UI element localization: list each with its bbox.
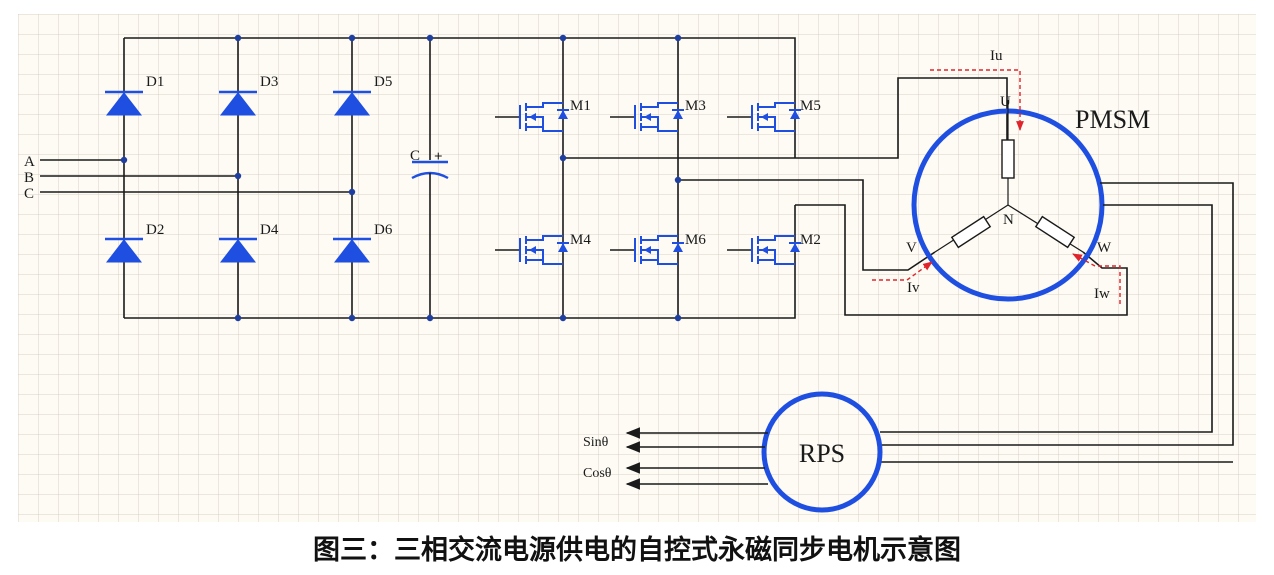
label-phase-b: B xyxy=(24,170,34,186)
mosfet-m5 xyxy=(727,102,801,132)
label-d2: D2 xyxy=(146,222,164,238)
mosfet-m3 xyxy=(610,102,684,132)
diode-d1 xyxy=(105,90,143,116)
pmsm-motor xyxy=(911,100,1105,302)
rectifier-bridge xyxy=(40,34,356,322)
iu-arrow xyxy=(930,69,1024,131)
shaft-link-b xyxy=(880,204,1213,433)
grid-background xyxy=(18,14,1256,522)
label-terminal-u: U xyxy=(1000,94,1011,110)
label-cap-plus: + xyxy=(434,149,443,165)
label-phase-a: A xyxy=(24,154,35,170)
label-capacitor: C xyxy=(410,148,420,164)
label-rps: RPS xyxy=(799,439,845,468)
figure-caption: 图三：三相交流电源供电的自控式永磁同步电机示意图 xyxy=(313,535,961,566)
label-m2: M2 xyxy=(800,232,821,248)
label-m5: M5 xyxy=(800,98,821,114)
inverter-bridge xyxy=(559,34,682,322)
mosfet-m1 xyxy=(495,102,569,132)
mosfet-group xyxy=(495,102,801,265)
iw-arrow xyxy=(1072,253,1121,304)
label-cos: Cosθ xyxy=(583,466,612,481)
label-d4: D4 xyxy=(260,222,279,238)
mosfet-m6 xyxy=(610,235,684,265)
label-m6: M6 xyxy=(685,232,706,248)
iv-arrow xyxy=(872,261,933,281)
diode-d4 xyxy=(219,237,257,263)
shaft-link-a xyxy=(880,182,1234,446)
label-terminal-w: W xyxy=(1097,240,1112,256)
diode-d2 xyxy=(105,237,143,263)
phase-w-wire xyxy=(795,204,1128,316)
label-neutral: N xyxy=(1003,212,1014,228)
label-d1: D1 xyxy=(146,74,164,90)
diode-d5 xyxy=(333,90,371,116)
label-m4: M4 xyxy=(570,232,591,248)
label-sin: Sinθ xyxy=(583,435,609,450)
label-d5: D5 xyxy=(374,74,392,90)
label-pmsm: PMSM xyxy=(1075,105,1150,134)
label-m3: M3 xyxy=(685,98,706,114)
label-terminal-v: V xyxy=(906,240,917,256)
capacitor-c xyxy=(411,34,449,322)
label-iv: Iv xyxy=(907,280,920,296)
mosfet-m2 xyxy=(727,235,801,265)
label-iu: Iu xyxy=(990,48,1003,64)
phase-v-wire xyxy=(678,179,936,271)
label-phase-c: C xyxy=(24,186,34,202)
label-iw: Iw xyxy=(1094,286,1110,302)
label-m1: M1 xyxy=(570,98,591,114)
rps-resolver xyxy=(761,391,883,513)
label-d3: D3 xyxy=(260,74,278,90)
diode-d6 xyxy=(333,237,371,263)
phase-u-wire xyxy=(563,77,1008,159)
label-d6: D6 xyxy=(374,222,393,238)
diode-d3 xyxy=(219,90,257,116)
mosfet-m4 xyxy=(495,235,569,265)
